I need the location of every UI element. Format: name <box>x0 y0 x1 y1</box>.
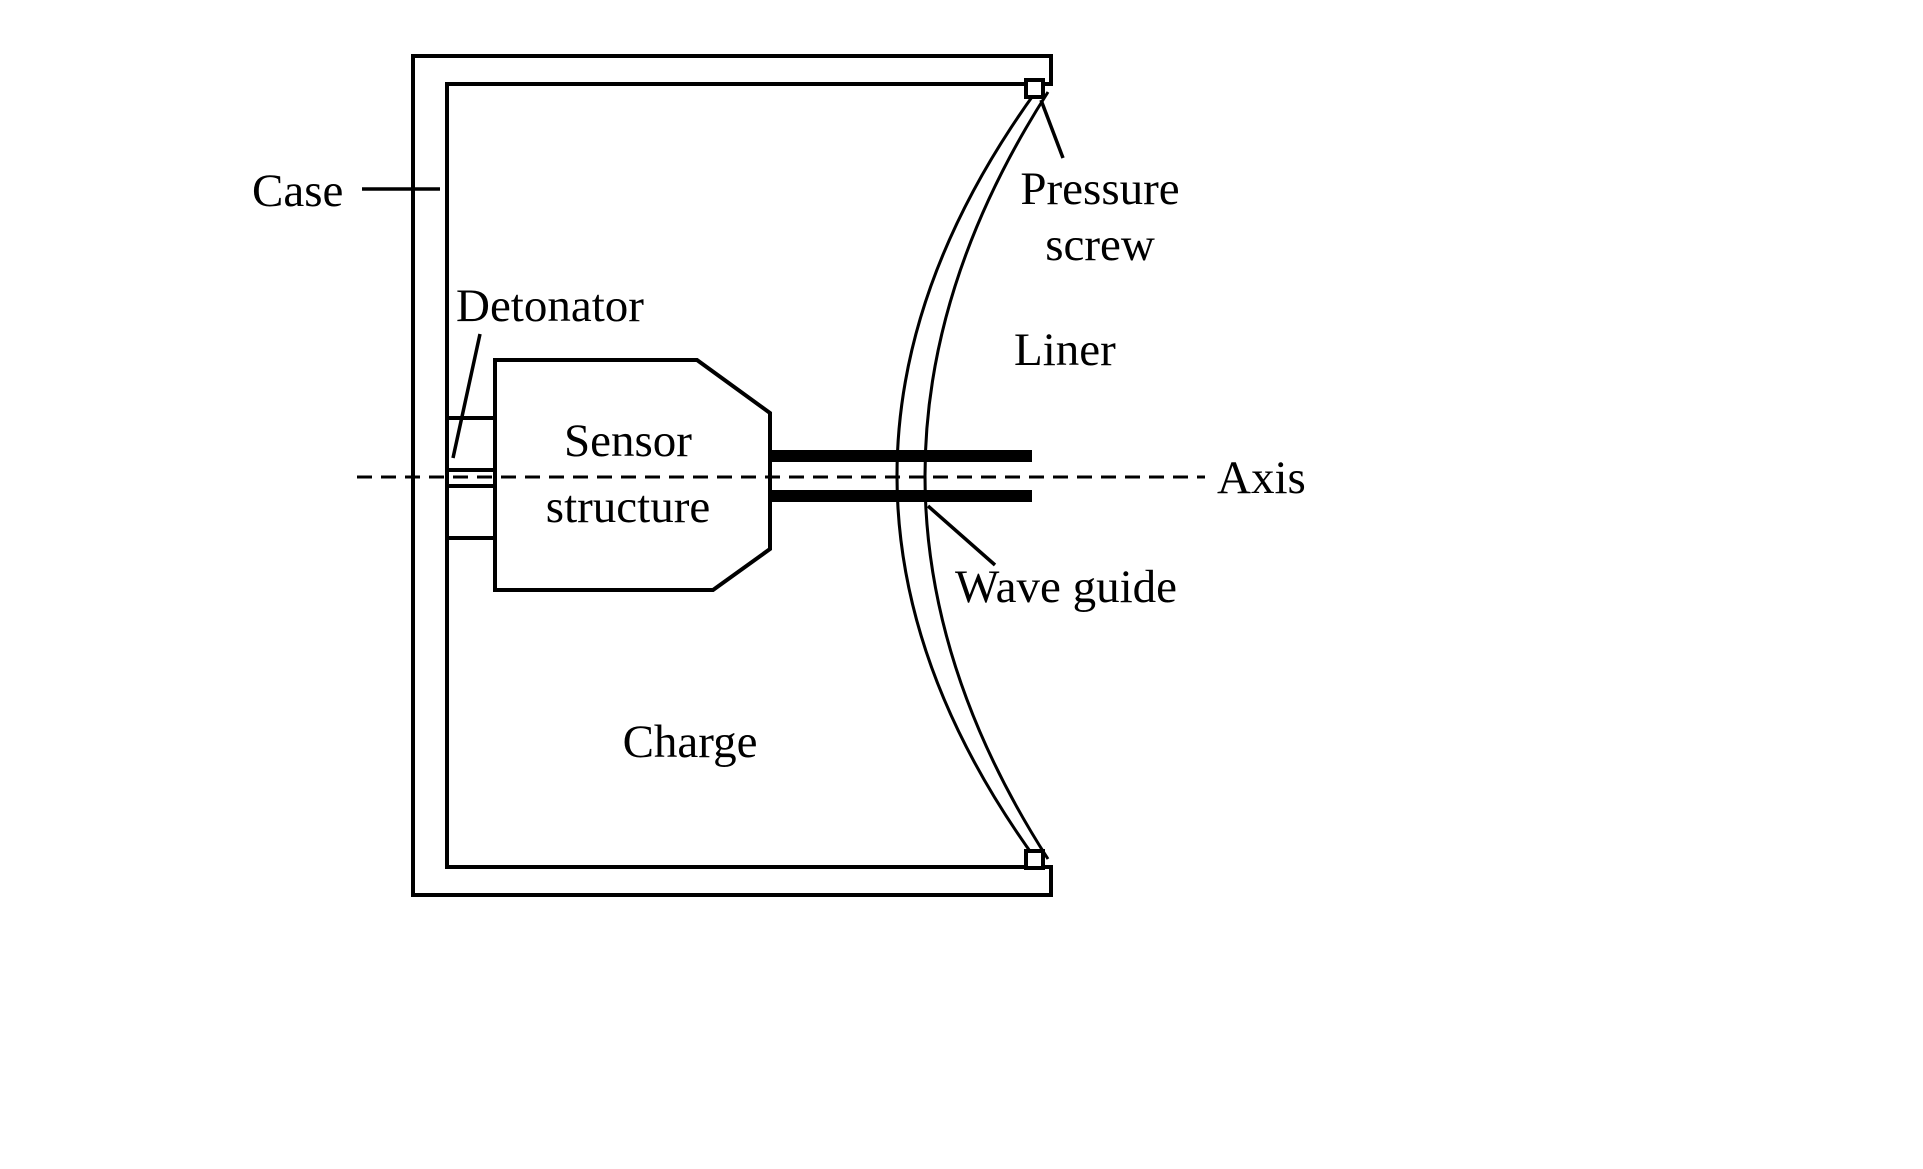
axis-label: Axis <box>1217 452 1306 504</box>
wave-guide-label: Wave guide <box>955 561 1177 613</box>
pressure-screw-top <box>1024 78 1045 99</box>
pressure-screw-label-line1: Pressure <box>1020 163 1179 215</box>
detonator-label: Detonator <box>456 280 644 332</box>
charge-label: Charge <box>623 716 758 768</box>
liner-label: Liner <box>1014 324 1116 376</box>
wave-guide-leader-line <box>926 504 997 567</box>
wave-guide-bottom-bar <box>770 490 1032 502</box>
liner-inner-arc <box>923 91 1050 860</box>
sensor-structure-label-line2: structure <box>546 481 710 533</box>
detonator-block-bottom <box>445 484 499 540</box>
detonator-leader-line <box>451 333 482 459</box>
case-label: Case <box>252 165 343 217</box>
case-outline <box>411 54 1053 897</box>
pressure-screw-bottom <box>1024 849 1045 870</box>
pressure-screw-label-line2: screw <box>1045 219 1155 271</box>
sensor-structure-label-line1: Sensor <box>564 415 692 467</box>
wave-guide-top-bar <box>770 450 1032 462</box>
sensor-structure-shape <box>493 358 772 592</box>
pressure-screw-leader-line <box>1039 99 1065 159</box>
